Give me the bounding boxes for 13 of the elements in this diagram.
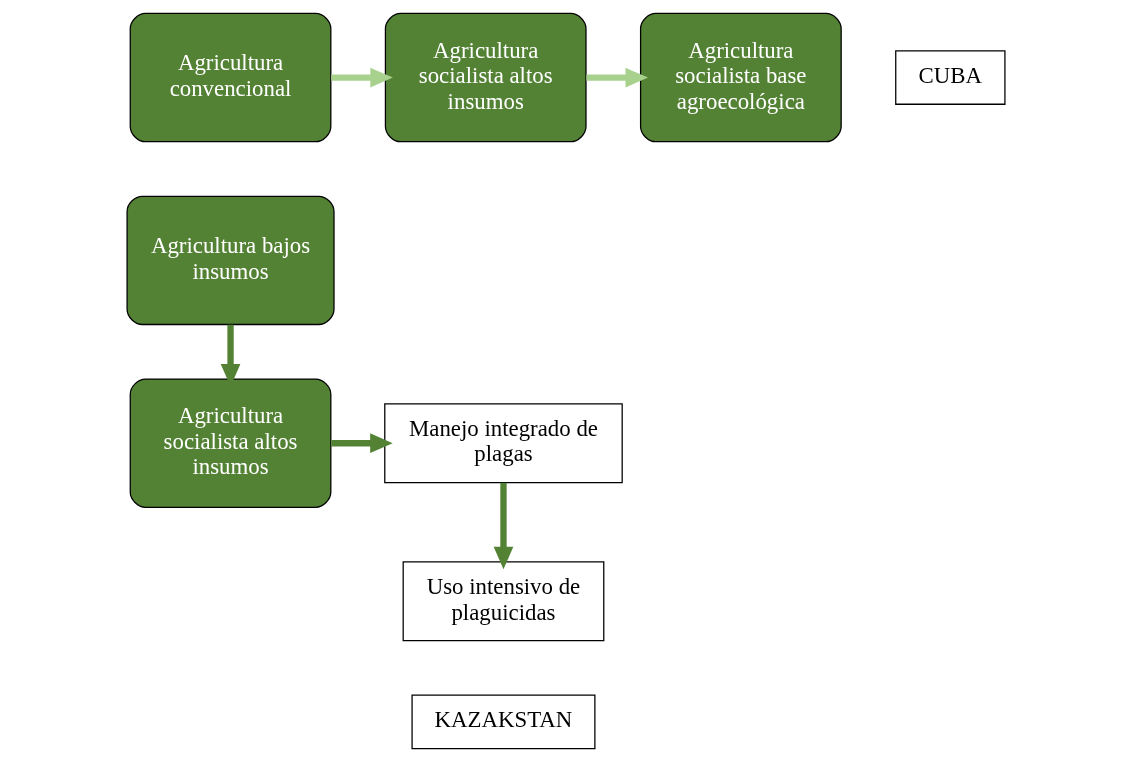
node-box: Manejo integrado de plagas xyxy=(383,403,623,484)
node-box: KAZAKSTAN xyxy=(410,694,595,750)
arrow xyxy=(330,433,393,454)
node-box: Agricultura socialista altos insumos xyxy=(384,12,587,143)
node-box: Agricultura bajos insumos xyxy=(125,195,335,326)
node-box: Agricultura convencional xyxy=(129,12,331,143)
node-box: Agricultura socialista base agroecológica xyxy=(639,12,842,143)
node-box: Agricultura socialista altos insumos xyxy=(129,378,331,508)
arrow xyxy=(330,67,393,88)
arrow xyxy=(585,67,648,88)
node-box: CUBA xyxy=(894,50,1006,105)
arrow xyxy=(493,482,513,570)
node-box: Uso intensivo de plaguicidas xyxy=(402,561,604,642)
